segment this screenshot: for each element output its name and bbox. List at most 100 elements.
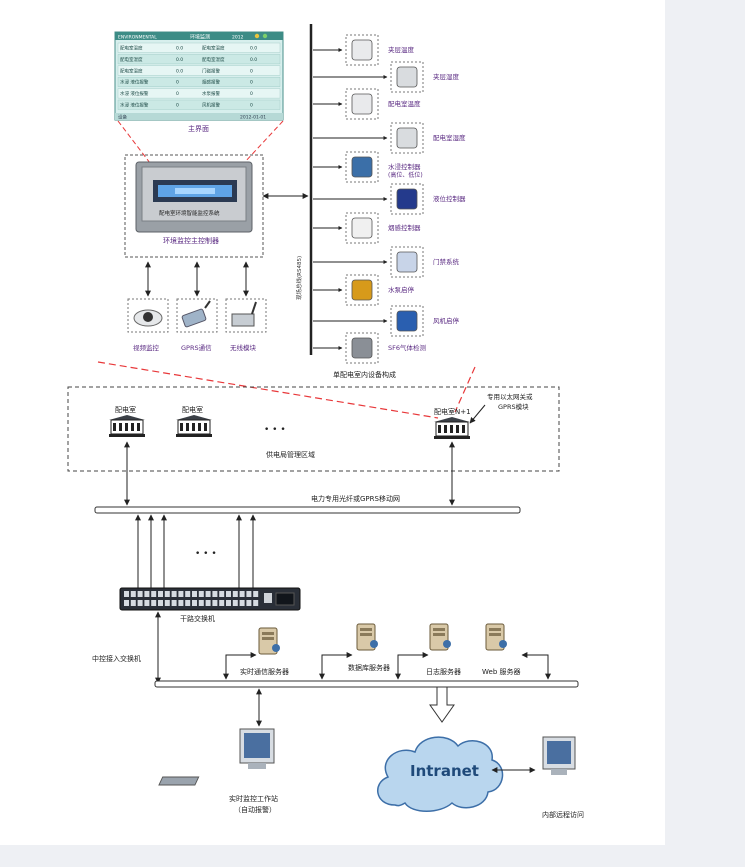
sensor-label: 风机启停: [433, 316, 460, 325]
gprs-device: [176, 298, 218, 333]
room-list: 配电室配电室配电室N+1: [109, 405, 471, 439]
switch-port: [158, 591, 163, 597]
sensor-device-icon: [351, 217, 373, 239]
switch-port: [192, 600, 197, 606]
server-icon: [485, 623, 507, 651]
sensor-subnote: (高位、低位): [388, 171, 423, 179]
private-network-bus: [94, 506, 521, 514]
server-link: [319, 652, 353, 680]
switch-port: [178, 591, 184, 597]
server-label: 数据库服务器: [348, 663, 390, 672]
sensor-label: SF6气体检测: [388, 343, 427, 352]
switch-port: [232, 600, 238, 606]
sensor-device-icon: [396, 251, 418, 273]
sensor-label: 水浸控制器: [388, 162, 421, 171]
sensor-device-icon: [351, 93, 373, 115]
switch-port: [171, 591, 177, 597]
zoom-line: [117, 120, 151, 164]
switch-port: [226, 600, 231, 606]
wireless-device: [225, 298, 267, 333]
sensor-list: 夹层温度夹层湿度配电室温度配电室湿度水浸控制器液位控制器烟感控制器门禁系统水泵启…: [313, 34, 466, 364]
switch-port: [212, 600, 218, 606]
zoom-line-right: [454, 366, 476, 413]
sensor-label: 门禁系统: [433, 257, 460, 266]
screen-footer-right: 2012-01-01: [240, 115, 266, 121]
rooms-ellipsis: • • •: [264, 425, 286, 435]
screen-row: [117, 42, 281, 53]
screen-header-right: 2012: [232, 35, 244, 41]
screen-cell: 水浸 液位报警: [120, 79, 149, 86]
field-bus-label: 现场总线(RS485): [295, 256, 303, 300]
server-link: [395, 652, 429, 680]
screen-row: [117, 99, 281, 110]
n1-note-arrow: [469, 404, 486, 424]
server-link: [223, 652, 257, 680]
screen-row: [117, 88, 281, 99]
trunk-switch-device: [119, 587, 301, 611]
switch-port: [144, 600, 150, 606]
switch-port: [144, 591, 150, 597]
center-switch-label: 中控接入交换机: [92, 654, 141, 663]
camera-device: [127, 298, 169, 333]
switch-port: [219, 591, 225, 597]
server-icon: [356, 623, 378, 651]
sensor-device-icon: [396, 127, 418, 149]
screen-cell: 配电室湿度: [120, 56, 143, 63]
n1-note-line2: GPRS模块: [498, 402, 529, 411]
sensor-label: 配电室温度: [388, 99, 421, 108]
screen-cell: 0.0: [176, 68, 183, 74]
screen-header-center: 环境监测: [190, 34, 210, 41]
room-label: 配电室N+1: [434, 407, 471, 416]
screen-cell: 水浸 液位报警: [120, 90, 149, 97]
sensor-device-icon: [351, 337, 373, 359]
switch-port: [198, 591, 204, 597]
server-icon: [429, 623, 451, 651]
sensor-label: 烟感控制器: [388, 223, 421, 232]
supply-area-label: 供电局管理区域: [266, 450, 315, 459]
screen-cell: 烟感报警: [202, 79, 220, 86]
screen-header-left: ENVIRONMENTAL: [118, 35, 157, 41]
switch-port: [164, 600, 170, 606]
switch-port: [124, 600, 129, 606]
screen-cell: 0: [176, 80, 179, 86]
switch-port: [232, 591, 238, 597]
peripheral-label-video: 视频监控: [133, 343, 160, 352]
sensor-device-icon: [396, 310, 418, 332]
screen-cell: 0: [176, 91, 179, 97]
switch-port: [253, 600, 259, 606]
switch-port: [198, 600, 204, 606]
right-margin-band: [665, 0, 745, 867]
sensor-label: 配电室湿度: [433, 133, 466, 142]
sensor-label: 液位控制器: [433, 194, 466, 203]
sensor-label: 夹层湿度: [433, 72, 460, 81]
zoom-line: [243, 120, 284, 164]
server-label: 日志服务器: [426, 667, 461, 676]
switch-port: [137, 600, 143, 606]
room-building-icon: [109, 415, 145, 437]
switch-port: [130, 591, 136, 597]
switch-port: [178, 600, 184, 606]
screen-cell: 配电室湿度: [202, 56, 225, 63]
screen-row: [117, 65, 281, 76]
intranet-label: Intranet: [410, 762, 479, 780]
trunk-switch-label: 干路交换机: [180, 614, 215, 623]
room-label: 配电室: [182, 405, 203, 414]
sensor-device-icon: [396, 188, 418, 210]
switch-port: [164, 591, 170, 597]
switch-ellipsis: • • •: [195, 549, 217, 559]
server-icon: [258, 627, 280, 655]
screen-cell: 0.0: [250, 57, 257, 63]
switch-port: [239, 600, 245, 606]
server-label: Web 服务器: [482, 667, 521, 676]
screen-cell: 水泵报警: [202, 90, 220, 97]
n1-note-line1: 专用以太网关或: [487, 392, 533, 401]
screen-cell: 风机报警: [202, 102, 220, 109]
screen-cell: 配电室温度: [120, 45, 143, 52]
switch-port: [130, 600, 136, 606]
screen-cell: 配电室温度: [202, 45, 225, 52]
main-controller-device: 配电室环境智能监控系统: [135, 161, 253, 233]
switch-port: [212, 591, 218, 597]
screen-cell: 0: [250, 80, 253, 86]
remote-computer: [158, 736, 576, 786]
